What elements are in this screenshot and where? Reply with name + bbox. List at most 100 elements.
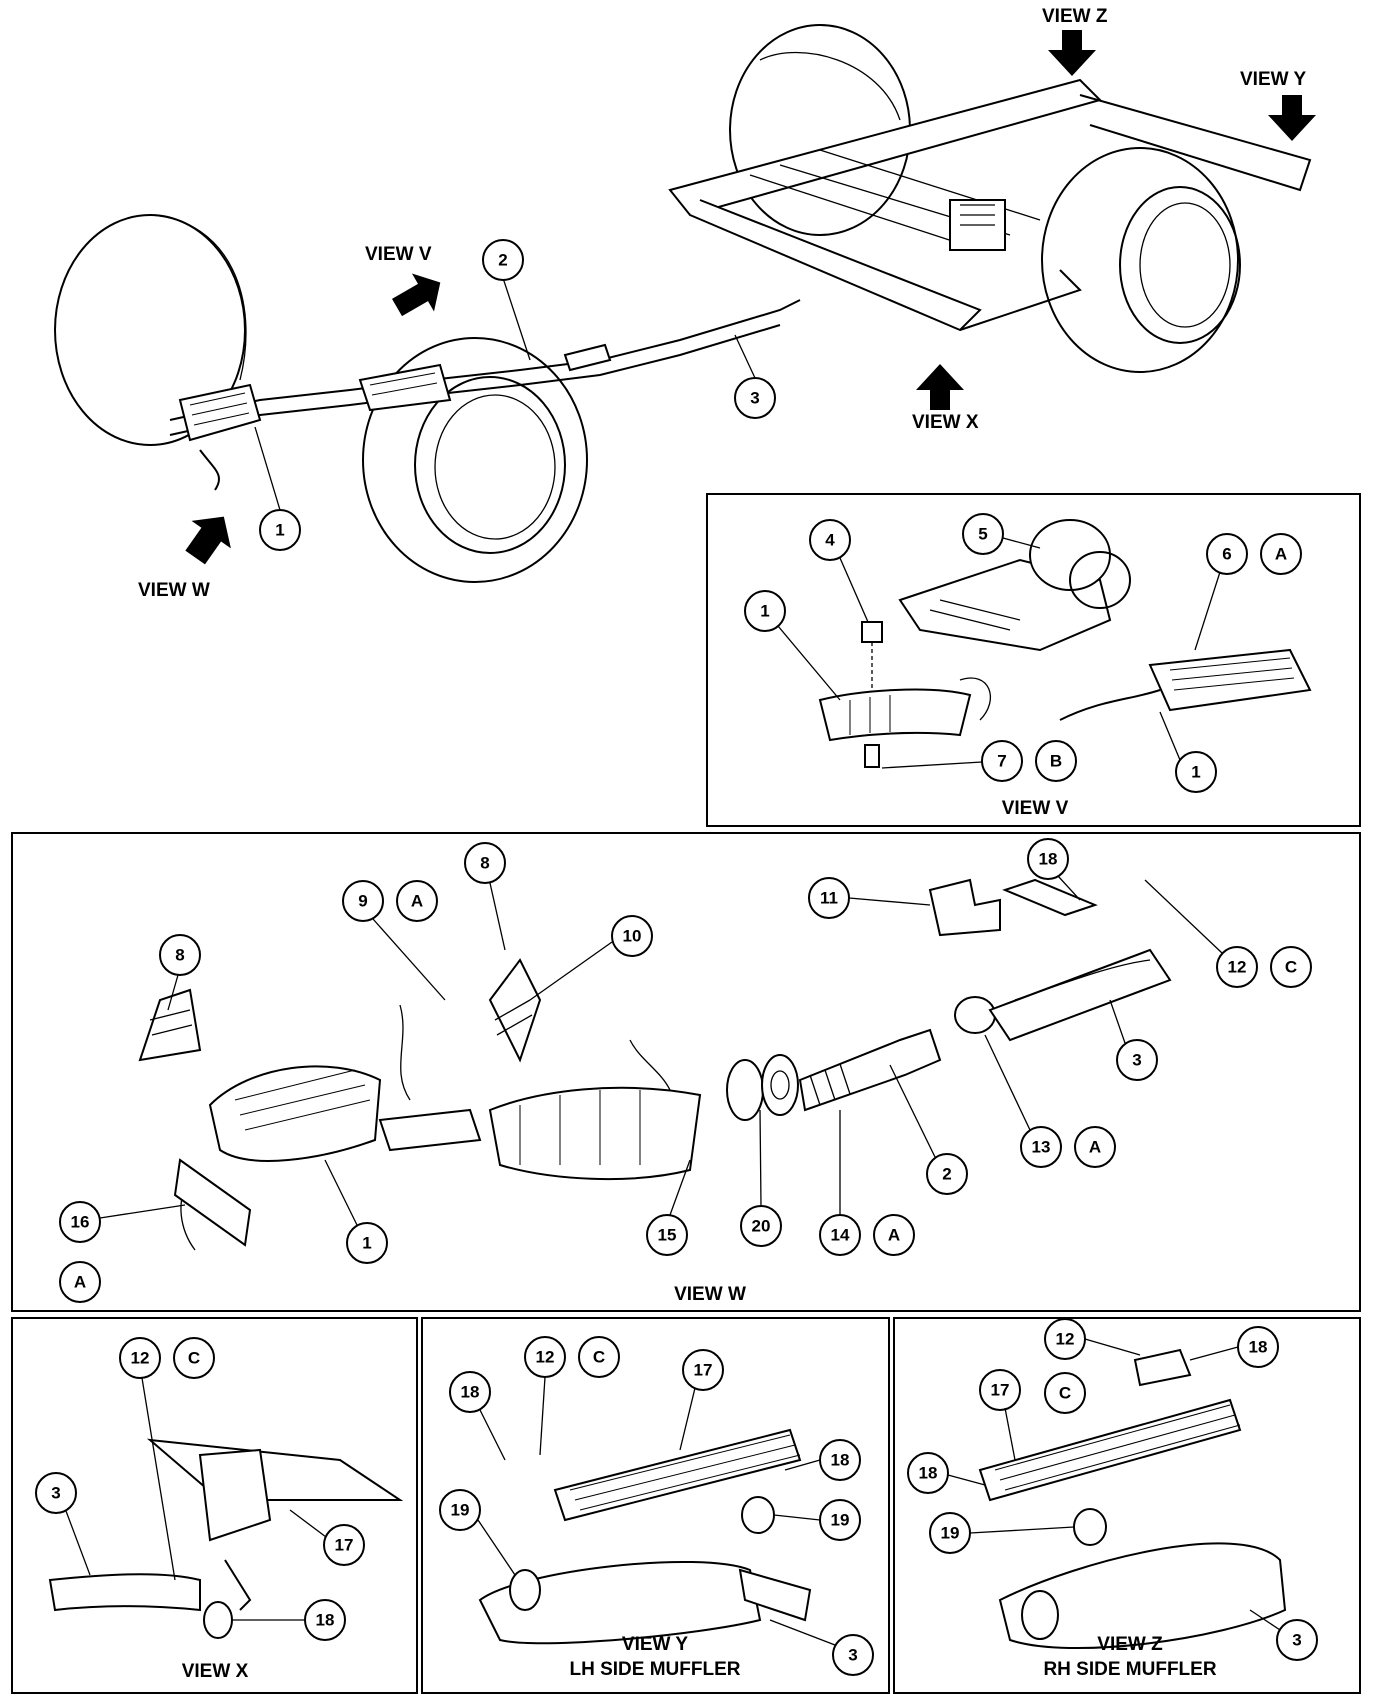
svg-text:6: 6 (1222, 545, 1231, 564)
svg-text:7: 7 (997, 752, 1006, 771)
arrow-view-z-overview (1048, 30, 1096, 76)
svg-text:5: 5 (978, 525, 987, 544)
view-w-callout-18: 18 (1027, 838, 1081, 901)
view-w-panel: 8 9 A 8 10 11 18 (11, 832, 1361, 1312)
svg-text:1: 1 (1191, 763, 1200, 782)
view-w-callout-9-a: A (396, 880, 438, 922)
view-w-callout-12-c: C (1270, 946, 1312, 988)
view-w-callout-a: A (59, 1261, 101, 1303)
arrow-view-y-overview (1268, 95, 1316, 141)
view-y-callout-17: 17 (679, 1349, 724, 1451)
svg-text:18: 18 (831, 1451, 850, 1470)
svg-text:11: 11 (820, 889, 838, 908)
exhaust-route (169, 299, 801, 491)
svg-text:A: A (411, 892, 423, 911)
svg-text:C: C (188, 1349, 200, 1368)
view-y-title-line1: VIEW Y (622, 1634, 688, 1655)
view-w-callout-13-a: A (1074, 1126, 1116, 1168)
view-v-callout-4: 4 (809, 519, 869, 623)
rear-frame (668, 78, 1312, 332)
svg-text:18: 18 (1039, 850, 1058, 869)
callout-2: 2 (482, 239, 531, 361)
svg-text:3: 3 (51, 1484, 60, 1503)
arrow-view-x-overview (916, 364, 964, 410)
view-y-panel: 12 C 17 18 18 19 19 (421, 1317, 890, 1694)
svg-text:1: 1 (275, 521, 284, 540)
svg-text:3: 3 (848, 1646, 857, 1665)
view-z-callout-17: 17 (979, 1369, 1021, 1461)
view-x-callout-17: 17 (289, 1509, 365, 1566)
svg-text:17: 17 (694, 1361, 713, 1380)
svg-text:18: 18 (461, 1383, 480, 1402)
callout-3: 3 (734, 334, 776, 419)
view-v-callout-5: 5 (962, 513, 1041, 555)
svg-text:17: 17 (335, 1536, 354, 1555)
svg-text:15: 15 (658, 1226, 677, 1245)
view-y-callout-3: 3 (769, 1619, 874, 1676)
svg-text:12: 12 (536, 1348, 555, 1367)
label-view-x: VIEW X (912, 412, 979, 433)
svg-text:4: 4 (825, 531, 835, 550)
svg-text:17: 17 (991, 1381, 1010, 1400)
view-z-callout-19: 19 (929, 1512, 1075, 1554)
svg-text:12: 12 (131, 1349, 150, 1368)
view-v-callout-b: B (1035, 740, 1077, 782)
svg-text:C: C (1059, 1384, 1071, 1403)
view-v-callout-1-right: 1 (1159, 711, 1217, 793)
label-view-z: VIEW Z (1042, 6, 1108, 27)
svg-text:9: 9 (358, 892, 367, 911)
view-w-callout-3: 3 (1109, 999, 1158, 1081)
callout-1: 1 (254, 426, 301, 551)
view-z-callout-18-top: 18 (1189, 1326, 1279, 1368)
view-y-callout-18-right: 18 (784, 1439, 861, 1481)
arrow-view-w-overview (185, 516, 231, 565)
view-z-callout-c: C (1044, 1372, 1086, 1414)
arrow-view-v-overview (392, 273, 441, 317)
rear-right-wheel (1041, 147, 1241, 373)
svg-text:A: A (1275, 545, 1287, 564)
view-v-callout-1-left: 1 (744, 590, 841, 701)
view-w-callout-9: 9 (342, 880, 446, 1001)
svg-text:1: 1 (362, 1234, 371, 1253)
view-w-callout-8-right: 8 (464, 842, 506, 951)
svg-text:12: 12 (1228, 958, 1247, 977)
view-y-title-line2: LH SIDE MUFFLER (570, 1659, 741, 1680)
svg-text:C: C (593, 1348, 605, 1367)
view-w-callout-15: 15 (646, 1159, 691, 1256)
svg-text:8: 8 (480, 854, 489, 873)
view-x-callout-c: C (173, 1337, 215, 1379)
view-y-callout-19-left: 19 (439, 1489, 516, 1576)
svg-text:A: A (1089, 1138, 1101, 1157)
label-view-v: VIEW V (365, 244, 432, 265)
svg-text:19: 19 (451, 1501, 470, 1520)
view-x-callout-12: 12 (119, 1337, 176, 1581)
view-z-panel: 12 18 17 C 18 19 3 (893, 1317, 1361, 1694)
view-w-callout-20: 20 (740, 1109, 782, 1247)
view-x-title: VIEW X (182, 1661, 249, 1682)
view-w-callout-2: 2 (889, 1064, 968, 1195)
svg-text:8: 8 (175, 946, 184, 965)
svg-text:20: 20 (752, 1217, 771, 1236)
svg-text:3: 3 (1132, 1051, 1141, 1070)
view-y-callout-19-right: 19 (773, 1499, 861, 1541)
view-w-callout-13: 13 (984, 1034, 1062, 1168)
view-x-callout-18: 18 (232, 1599, 346, 1641)
view-w-callout-11: 11 (808, 877, 931, 919)
view-x-callout-3: 3 (35, 1472, 91, 1576)
svg-text:A: A (888, 1226, 900, 1245)
svg-text:2: 2 (498, 251, 507, 270)
view-v-panel: 1 4 5 6 A 7 B (706, 493, 1361, 827)
view-v-callout-6: 6 (1194, 533, 1248, 651)
view-y-callout-c: C (578, 1336, 620, 1378)
view-w-callout-12: 12 (1144, 879, 1258, 988)
label-view-y: VIEW Y (1240, 69, 1306, 90)
svg-text:2: 2 (942, 1165, 951, 1184)
view-w-title: VIEW W (674, 1284, 746, 1305)
view-v-title: VIEW V (1002, 798, 1069, 819)
svg-text:1: 1 (760, 602, 769, 621)
view-x-panel: 12 C 3 17 18 VIEW X (11, 1317, 418, 1694)
svg-text:10: 10 (623, 927, 642, 946)
svg-text:A: A (74, 1273, 86, 1292)
svg-text:18: 18 (1249, 1338, 1268, 1357)
